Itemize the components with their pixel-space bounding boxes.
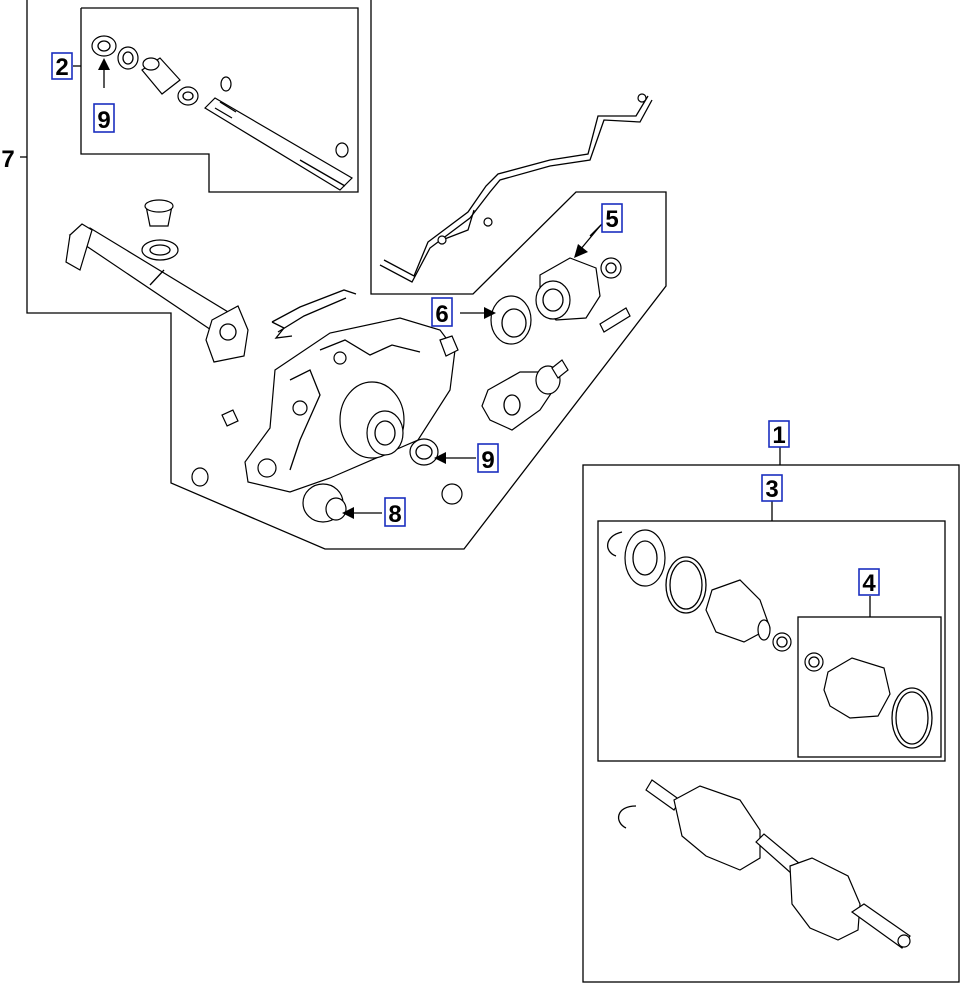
callout-1[interactable]: 1 <box>768 420 790 449</box>
callout-7-label: 7 <box>1 146 14 173</box>
callout-5[interactable]: 5 <box>601 203 623 233</box>
group-outline-3 <box>597 500 946 762</box>
callout-9-lower-label: 9 <box>481 447 494 474</box>
intermediate-shaft-kit <box>91 35 353 191</box>
callout-4[interactable]: 4 <box>858 568 880 597</box>
halfshaft-assembly <box>617 779 911 949</box>
callout-8-label: 8 <box>388 501 401 528</box>
differential-housing <box>244 317 459 493</box>
vent-hose <box>379 93 653 283</box>
axle-tube <box>65 199 249 487</box>
group-outline-4 <box>797 596 942 758</box>
group-outline-1 <box>582 446 960 983</box>
bearing-6 <box>490 295 532 345</box>
companion-flange <box>481 359 569 431</box>
callout-6-label: 6 <box>435 301 448 328</box>
callout-5-label: 5 <box>605 206 618 233</box>
callout-9-upper[interactable]: 9 <box>93 103 115 134</box>
bushing-small <box>441 483 463 505</box>
cv-joint-kit <box>607 529 792 652</box>
carrier-5 <box>535 257 631 333</box>
bracket <box>271 289 357 339</box>
callout-6[interactable]: 6 <box>431 297 453 328</box>
callout-7[interactable]: 7 <box>1 146 14 173</box>
seal-9-lower <box>409 438 439 466</box>
callout-2[interactable]: 2 <box>51 52 73 81</box>
callout-2-label: 2 <box>55 54 68 81</box>
callout-9-lower[interactable]: 9 <box>477 443 499 474</box>
callout-4-label: 4 <box>862 570 876 597</box>
leader-arrows <box>98 58 603 519</box>
group-outline-7 <box>20 0 667 550</box>
bushing-8 <box>302 483 347 523</box>
group-outline-2 <box>73 7 359 193</box>
callout-8[interactable]: 8 <box>384 497 406 528</box>
cv-boot-kit <box>804 652 933 749</box>
callout-3[interactable]: 3 <box>761 474 783 503</box>
callout-1-label: 1 <box>772 422 785 449</box>
callout-9-upper-label: 9 <box>97 107 110 134</box>
callout-3-label: 3 <box>765 476 778 503</box>
